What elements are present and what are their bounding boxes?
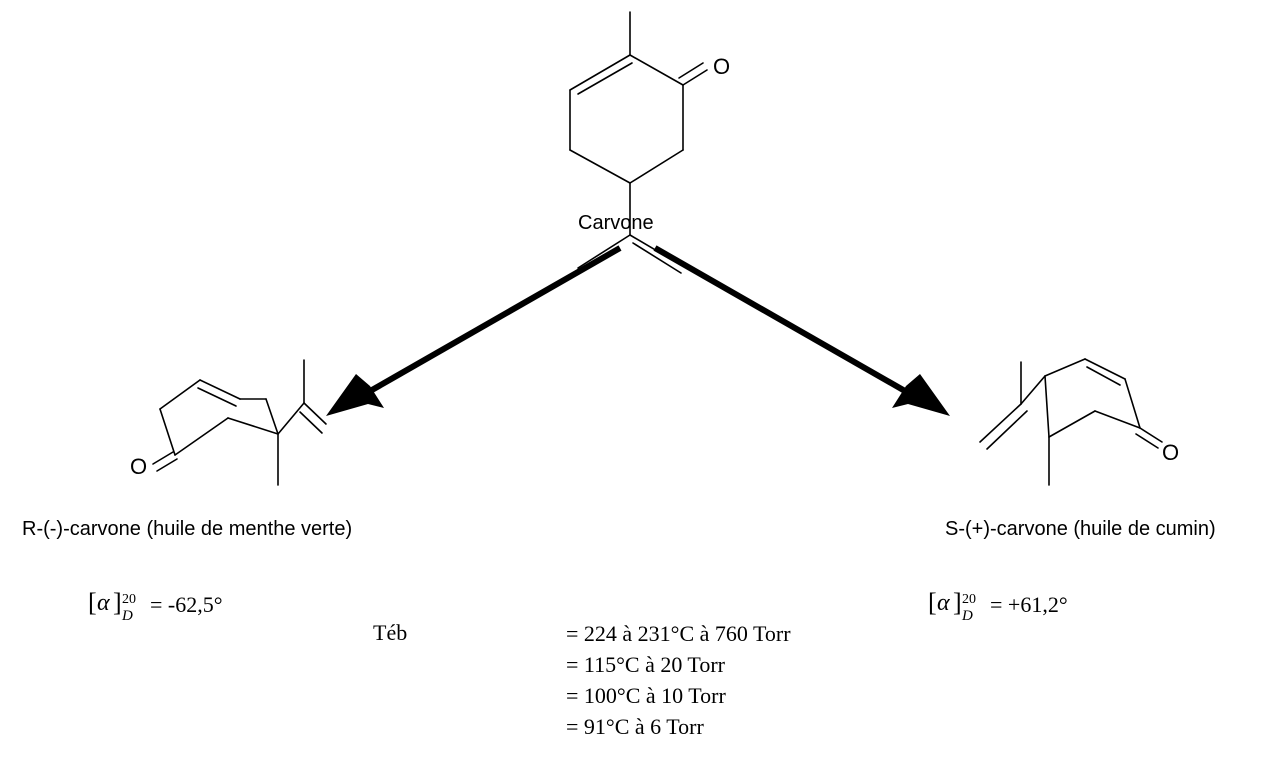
alpha-symbol: α: [97, 590, 110, 616]
s-carvone-rotation: [ α ] 20 D = +61,2°: [928, 588, 1148, 628]
bracket-open: [: [928, 588, 937, 617]
alpha-symbol: α: [937, 590, 950, 616]
bracket-close: ]: [953, 588, 962, 617]
s-carvone-oxygen: O: [1162, 440, 1179, 465]
arrow-to-r-carvone: [326, 245, 622, 416]
bracket-open: [: [88, 588, 97, 617]
boiling-line-3: = 100°C à 10 Torr: [566, 683, 726, 708]
r-carvone-rotation: [ α ] 20 D = -62,5°: [88, 588, 288, 628]
carvone-label: Carvone: [578, 212, 654, 234]
r-carvone-label: R-(-)-carvone (huile de menthe verte): [22, 518, 353, 540]
arrow-to-s-carvone: [653, 245, 950, 416]
s-carvone-label: S-(+)-carvone (huile de cumin): [945, 518, 1216, 540]
boiling-line-1: = 224 à 231°C à 760 Torr: [566, 621, 791, 646]
boiling-line-4: = 91°C à 6 Torr: [566, 714, 704, 739]
temperature-sup: 20: [122, 592, 136, 607]
line-sub: D: [962, 608, 973, 624]
carvone-oxygen: O: [713, 54, 730, 79]
s-carvone-structure: [979, 358, 1163, 486]
line-sub: D: [122, 608, 133, 624]
r-carvone-structure: [152, 359, 327, 486]
rotation-value: = +61,2°: [990, 592, 1068, 617]
r-carvone-oxygen: O: [130, 454, 147, 479]
bracket-close: ]: [113, 588, 122, 617]
boiling-label: Téb: [373, 620, 408, 645]
temperature-sup: 20: [962, 592, 976, 607]
boiling-line-2: = 115°C à 20 Torr: [566, 652, 725, 677]
rotation-value: = -62,5°: [150, 592, 223, 617]
